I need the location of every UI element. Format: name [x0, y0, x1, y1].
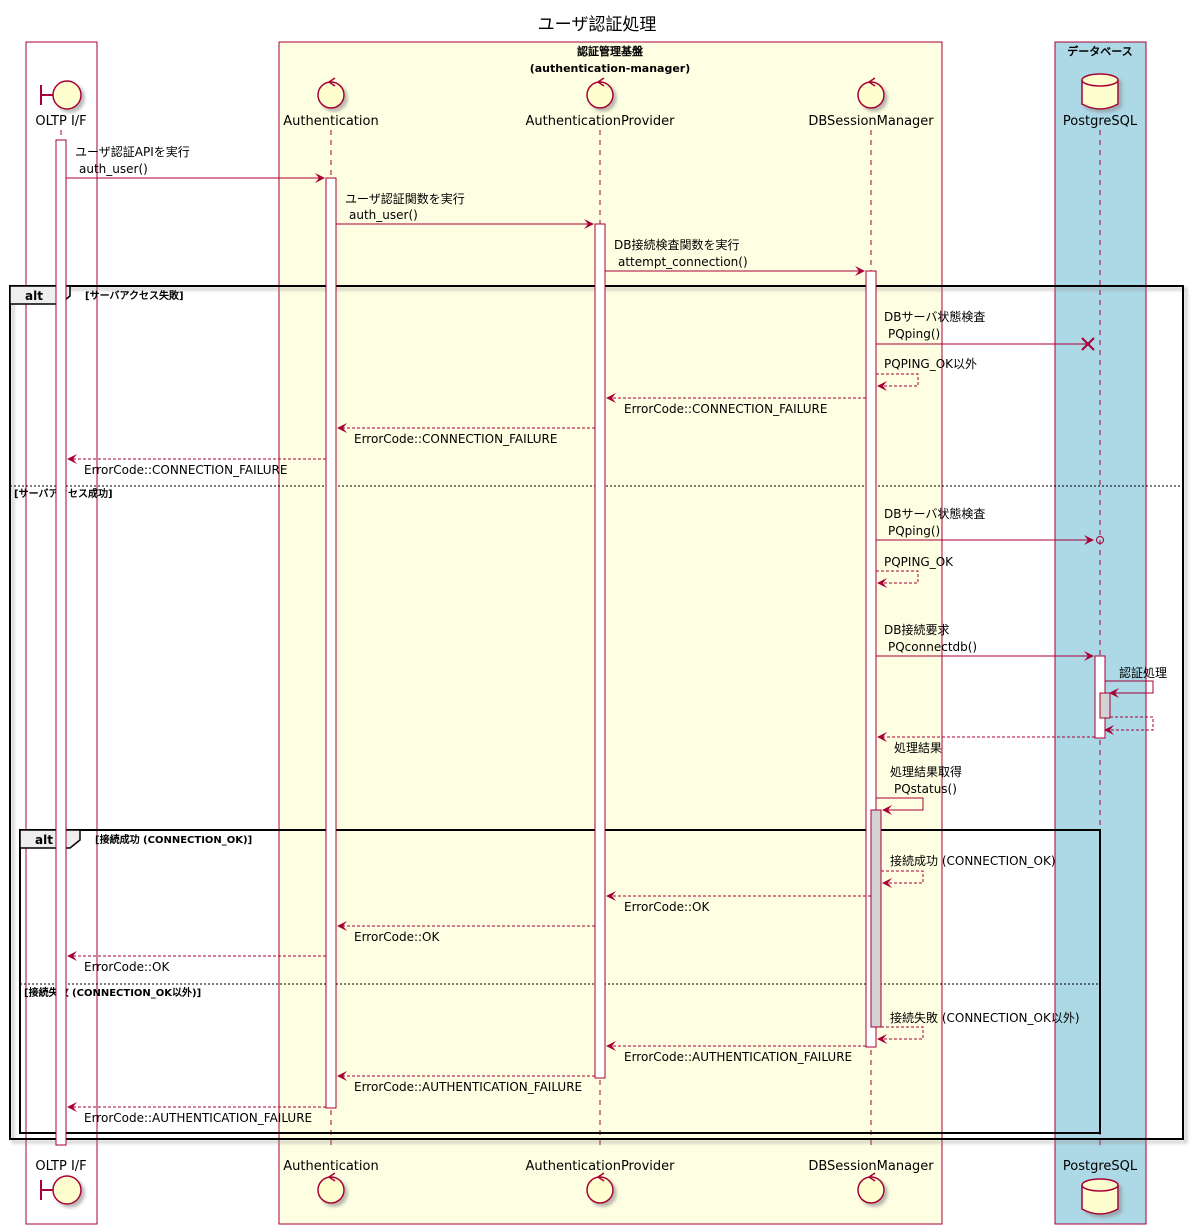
lost-message-x-icon: [1081, 337, 1095, 351]
control-icon: [317, 77, 345, 109]
oltp-activation: [55, 139, 67, 1146]
self-return-arrow: [1104, 716, 1154, 735]
dbsession-nested-activation: [870, 809, 882, 1028]
message-label: DBサーバ状態検査: [884, 506, 985, 521]
boundary-icon: [40, 1175, 82, 1205]
self-message-arrow: [876, 373, 919, 391]
message-label: DB接続検査関数を実行: [614, 237, 739, 252]
message-label: ErrorCode::CONNECTION_FAILURE: [624, 402, 827, 416]
alt-guard: [サーバアクセス失敗]: [85, 289, 184, 302]
message-label: ErrorCode::AUTHENTICATION_FAILURE: [624, 1050, 852, 1064]
dbsession-participant-label: DBSessionManager: [808, 114, 934, 129]
message-label: 認証処理: [1119, 665, 1167, 680]
alt-keyword: alt: [35, 833, 53, 847]
auth-activation: [325, 177, 337, 1109]
oltp-participant-label: OLTP I/F: [35, 114, 86, 129]
message-label: PQping(): [888, 524, 940, 538]
provider-participant-label-bottom: AuthenticationProvider: [526, 1159, 676, 1174]
provider-participant-label: AuthenticationProvider: [526, 114, 676, 129]
message-label: ErrorCode::AUTHENTICATION_FAILURE: [354, 1080, 582, 1094]
dbsession-activation: [865, 270, 877, 1048]
control-icon: [586, 1172, 614, 1204]
self-message-arrow: [1105, 680, 1154, 698]
dbsession-participant-label-bottom: DBSessionManager: [808, 1159, 934, 1174]
self-message-arrow: [877, 1026, 924, 1044]
auth-participant-label-bottom: Authentication: [283, 1159, 378, 1174]
message-label: ErrorCode::CONNECTION_FAILURE: [354, 432, 557, 446]
boundary-icon: [40, 80, 82, 110]
message-label: PQPING_OK: [884, 555, 954, 569]
message-label: PQPING_OK以外: [884, 357, 977, 371]
provider-activation: [594, 223, 606, 1079]
db-box-title: データベース: [1067, 44, 1132, 58]
message-label: PQconnectdb(): [888, 640, 977, 654]
message-label: auth_user(): [79, 162, 148, 176]
message-label: DBサーバ状態検査: [884, 309, 985, 324]
self-message-arrow: [876, 797, 924, 815]
message-label: PQstatus(): [894, 782, 957, 796]
message-label: ユーザ認証APIを実行: [75, 144, 190, 159]
control-icon: [586, 77, 614, 109]
control-icon: [857, 77, 885, 109]
self-message-arrow: [881, 870, 924, 888]
message-label: DB接続要求: [884, 622, 949, 637]
alt-else-guard: [接続失敗 (CONNECTION_OK以外)]: [24, 986, 201, 999]
message-label: ErrorCode::CONNECTION_FAILURE: [84, 463, 287, 477]
message-label: 接続成功 (CONNECTION_OK): [890, 853, 1056, 868]
message-label: ErrorCode::OK: [84, 960, 171, 974]
manager-box: [278, 41, 943, 1225]
database-icon: [1081, 1178, 1119, 1215]
message-label: auth_user(): [349, 208, 418, 222]
auth-participant-label: Authentication: [283, 114, 378, 129]
postgres-participant-label: PostgreSQL: [1063, 114, 1138, 129]
manager-box-subtitle: (authentication-manager): [530, 62, 691, 75]
oltp-box: [25, 41, 98, 1225]
postgres-participant-label-bottom: PostgreSQL: [1063, 1159, 1138, 1174]
message-label: PQping(): [888, 327, 940, 341]
manager-box-title: 認証管理基盤: [577, 44, 644, 58]
message-label: ErrorCode::AUTHENTICATION_FAILURE: [84, 1111, 312, 1125]
database-icon: [1081, 73, 1119, 110]
control-icon: [317, 1172, 345, 1204]
message-label: ErrorCode::OK: [624, 900, 711, 914]
self-message-arrow: [876, 570, 919, 588]
message-label: ユーザ認証関数を実行: [345, 191, 465, 206]
alt-guard: [接続成功 (CONNECTION_OK)]: [95, 833, 252, 846]
postgres-nested-activation: [1099, 692, 1111, 719]
message-label: 処理結果取得: [890, 764, 962, 779]
alt-keyword: alt: [25, 289, 43, 303]
control-icon: [857, 1172, 885, 1204]
message-label: 接続失敗 (CONNECTION_OK以外): [890, 1010, 1080, 1025]
message-label: ErrorCode::OK: [354, 930, 441, 944]
message-label: 処理結果: [894, 741, 942, 755]
found-message-circle-icon: [1096, 536, 1104, 544]
message-label: attempt_connection(): [618, 255, 748, 269]
diagram-title: ユーザ認証処理: [538, 15, 657, 35]
oltp-participant-label-bottom: OLTP I/F: [35, 1159, 86, 1174]
